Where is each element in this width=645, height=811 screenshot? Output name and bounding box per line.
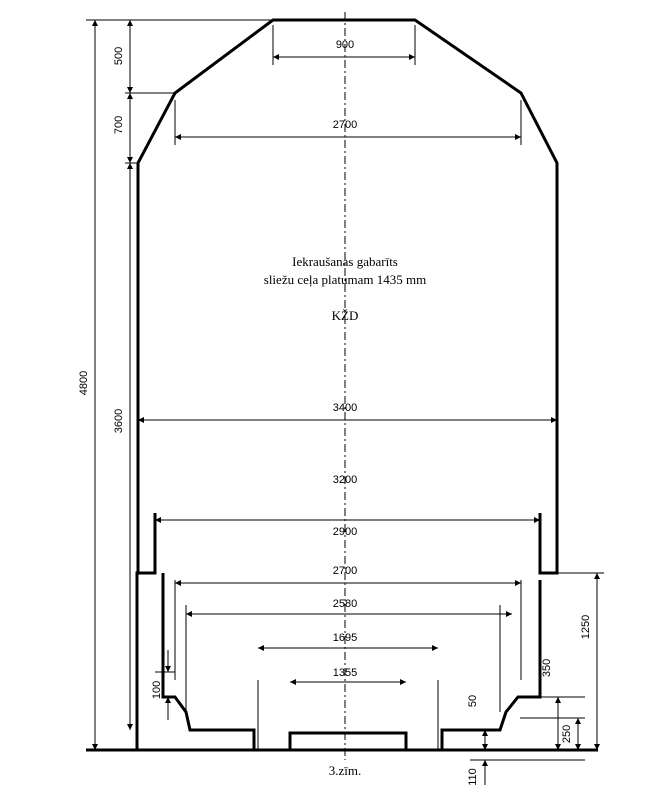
title-line-3: KŽD	[332, 308, 359, 323]
figure-caption: 3.zīm.	[329, 763, 362, 778]
dim-label-3200: 3200	[333, 474, 357, 486]
dim-label-50: 50	[467, 695, 479, 707]
dim-label-500: 500	[113, 47, 125, 65]
dim-label-2580: 2580	[333, 598, 357, 610]
title-line-1: Iekraušanas gabarīts	[292, 254, 398, 269]
dim-label-110: 110	[467, 768, 479, 786]
dim-label-4800: 4800	[78, 371, 90, 395]
dim-label-700: 700	[113, 116, 125, 134]
dim-label-2700-top: 2700	[333, 119, 357, 131]
dim-label-1355: 1355	[333, 667, 357, 679]
dim-label-2900: 2900	[333, 526, 357, 538]
dim-label-1695: 1695	[333, 632, 357, 644]
gauge-outline-outer	[135, 18, 559, 750]
dim-label-900: 900	[336, 39, 354, 51]
dim-label-250: 250	[561, 725, 573, 743]
dim-label-1250: 1250	[580, 615, 592, 639]
dim-label-3600: 3600	[113, 409, 125, 433]
dim-label-3400: 3400	[333, 402, 357, 414]
dim-label-2700-bottom: 2700	[333, 565, 357, 577]
title-line-2: sliežu ceļa platumam 1435 mm	[264, 272, 426, 287]
dim-label-100: 100	[151, 681, 163, 699]
dim-label-350: 350	[541, 659, 553, 677]
